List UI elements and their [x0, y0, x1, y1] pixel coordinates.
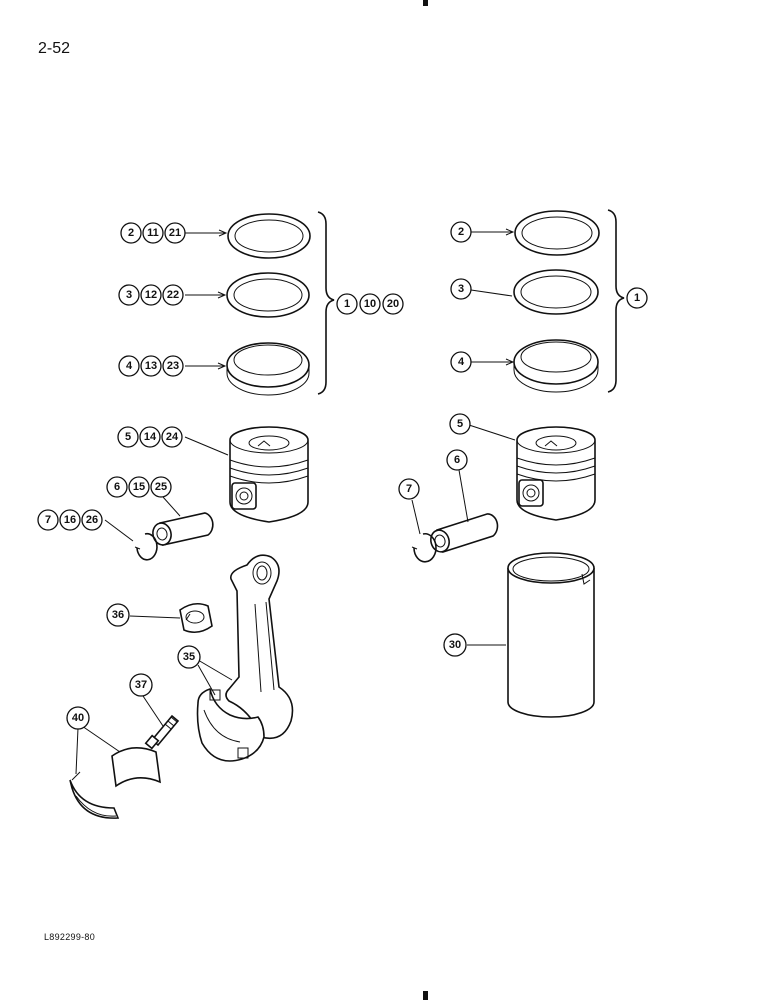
svg-text:14: 14: [144, 431, 157, 443]
svg-text:23: 23: [167, 360, 179, 372]
left-bearing-shell-upper: [111, 747, 161, 788]
svg-text:1: 1: [344, 298, 350, 310]
left-pin-retainer: [134, 532, 158, 561]
right-piston: [516, 426, 596, 521]
svg-text:6: 6: [454, 454, 460, 466]
left-piston-ring-bottom: [226, 342, 310, 396]
right-cylinder-liner: [507, 552, 595, 718]
left-piston-ring-middle: [226, 272, 310, 318]
left-piston-ring-top: [227, 213, 311, 259]
svg-text:4: 4: [458, 356, 465, 368]
svg-text:3: 3: [126, 289, 132, 301]
callout-left-ring-middle: 3 12 22: [118, 284, 184, 306]
callout-right-liner: 30: [443, 633, 467, 657]
svg-text:25: 25: [155, 481, 167, 493]
right-pin-retainer: [411, 532, 437, 563]
bottom-crop-mark: [423, 991, 428, 1000]
callout-right-retainer: 7: [398, 478, 420, 500]
callout-left-pin: 6 15 25: [106, 476, 172, 498]
svg-text:40: 40: [72, 712, 84, 724]
svg-text:1: 1: [634, 292, 640, 304]
top-crop-mark: [423, 0, 428, 6]
right-piston-ring-top: [514, 210, 600, 256]
left-connecting-rod-cap: [196, 687, 265, 762]
svg-text:4: 4: [126, 360, 133, 372]
svg-text:35: 35: [183, 651, 195, 663]
svg-text:5: 5: [457, 418, 463, 430]
callout-left-bearing: 40: [66, 706, 90, 730]
callout-left-ring-top: 2 11 21: [120, 222, 186, 244]
svg-text:16: 16: [64, 514, 76, 526]
svg-text:6: 6: [114, 481, 120, 493]
callout-left-ring-bottom: 4 13 23: [118, 355, 184, 377]
svg-text:37: 37: [135, 679, 147, 691]
svg-text:7: 7: [45, 514, 51, 526]
callout-left-rod: 35: [177, 645, 201, 669]
left-rod-bolt: [144, 714, 180, 750]
callout-right-ring-middle: 3: [450, 278, 472, 300]
svg-text:30: 30: [449, 639, 461, 651]
svg-text:2: 2: [128, 227, 134, 239]
callout-left-piston: 5 14 24: [117, 426, 183, 448]
left-connecting-rod: [225, 554, 294, 740]
callout-right-ring-bottom: 4: [450, 351, 472, 373]
callout-left-bolt: 37: [129, 673, 153, 697]
svg-text:24: 24: [166, 431, 179, 443]
figure-code: L892299-80: [44, 932, 96, 942]
svg-text:13: 13: [145, 360, 157, 372]
callout-right-ring-set: 1: [626, 287, 648, 309]
svg-text:15: 15: [133, 481, 145, 493]
svg-text:26: 26: [86, 514, 98, 526]
left-piston-pin: [152, 512, 214, 546]
svg-text:11: 11: [147, 227, 159, 239]
left-piston: [229, 426, 309, 523]
svg-text:36: 36: [112, 609, 124, 621]
callout-left-ring-set: 1 10 20: [336, 293, 404, 315]
right-ring-set-bracket: [607, 209, 625, 393]
svg-text:20: 20: [387, 298, 399, 310]
svg-text:7: 7: [406, 483, 412, 495]
svg-text:5: 5: [125, 431, 131, 443]
callout-right-piston: 5: [449, 413, 471, 435]
svg-text:12: 12: [145, 289, 157, 301]
callout-left-bushing: 36: [106, 603, 130, 627]
page-number: 2-52: [38, 40, 71, 57]
callout-right-pin: 6: [446, 449, 468, 471]
callout-left-retainer: 7 16 26: [37, 509, 103, 531]
svg-text:2: 2: [458, 226, 464, 238]
svg-text:10: 10: [364, 298, 376, 310]
left-ring-set-bracket: [317, 211, 335, 395]
right-piston-pin: [430, 513, 499, 554]
leader-lines: [75, 228, 516, 775]
svg-text:21: 21: [169, 227, 181, 239]
right-piston-ring-middle: [513, 269, 599, 315]
callout-right-ring-top: 2: [450, 221, 472, 243]
svg-text:3: 3: [458, 283, 464, 295]
svg-text:22: 22: [167, 289, 179, 301]
left-connecting-rod-bushing: [179, 602, 213, 634]
left-bearing-shell-lower: [69, 771, 120, 819]
